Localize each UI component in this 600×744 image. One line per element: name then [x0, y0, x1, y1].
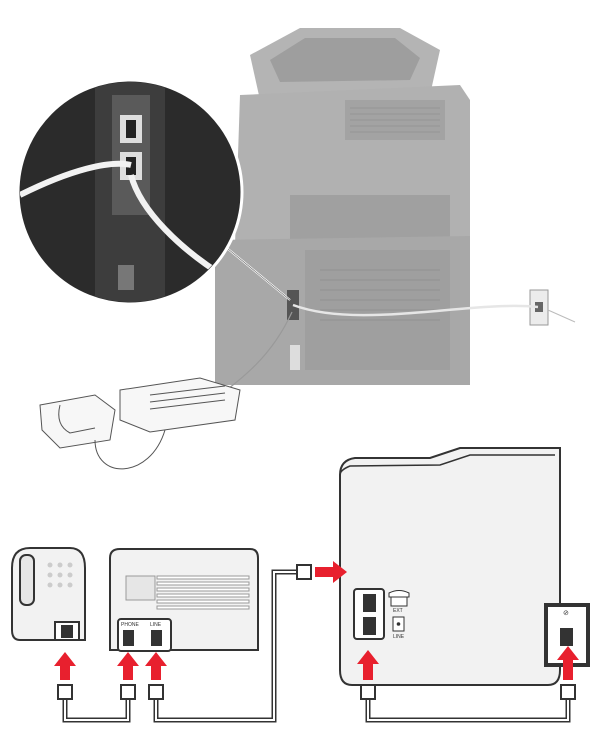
telephone: [11, 547, 86, 641]
telephone-icon: [388, 590, 410, 607]
line-port: [151, 630, 162, 646]
connection-arrows: [54, 561, 579, 680]
printer-line-label: LINE: [393, 634, 405, 640]
phone-port: [123, 630, 134, 646]
line-port-printer: [363, 617, 376, 635]
phone-port-label: PHONE: [121, 622, 139, 628]
schematic: PHONE LINE EXT LINE ⊘: [11, 447, 590, 723]
line-cable: [292, 303, 539, 317]
rj11-plugs: [57, 564, 576, 700]
ext-port: [363, 594, 376, 612]
line-port-label: LINE: [150, 622, 162, 628]
printer-photo: [16, 28, 576, 470]
cables: [62, 569, 571, 723]
wall-jack-symbol: ⊘: [563, 610, 569, 617]
printer: EXT LINE: [339, 447, 561, 686]
phone-sketch: [39, 377, 241, 470]
ext-label: EXT: [393, 608, 403, 614]
answering-machine: PHONE LINE: [109, 548, 259, 652]
